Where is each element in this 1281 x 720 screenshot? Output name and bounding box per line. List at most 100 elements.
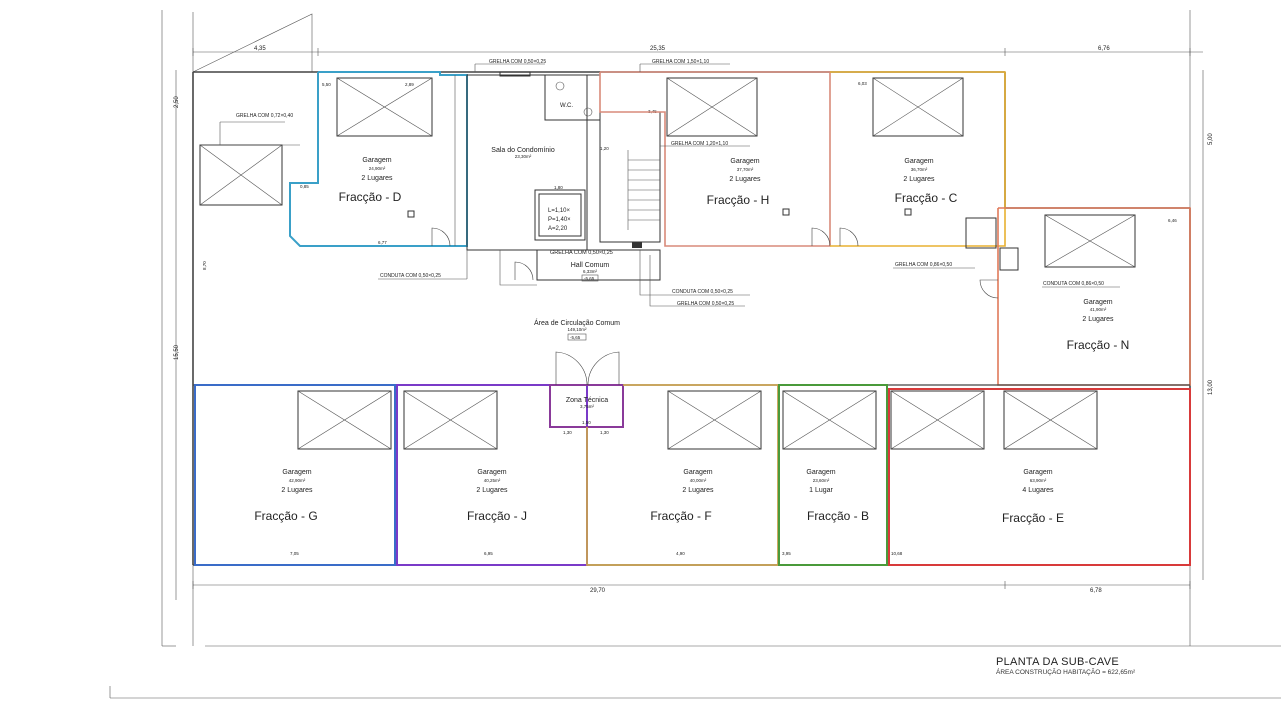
tecnica-name: Zona Técnica (566, 397, 608, 404)
sala-area: 23,30m² (515, 154, 532, 159)
dim-label: 6,95 (484, 551, 493, 556)
unit-N-places: 2 Lugares (1082, 316, 1114, 323)
unit-J: Garagem 40,25m² 2 Lugares Fracção - J 6,… (396, 384, 588, 566)
hall-name: Hall Comum (571, 262, 610, 269)
unit-E-area: 63,90m² (1030, 478, 1047, 483)
unit-J-label: Fracção - J (467, 509, 527, 523)
dim-label: 3,95 (782, 551, 791, 556)
dim-label: 1,50 (582, 420, 591, 425)
unit-G-area: 42,90m² (289, 478, 306, 483)
unit-F-places: 2 Lugares (682, 487, 714, 494)
unit-F-label: Fracção - F (650, 509, 711, 523)
unit-B-places: 1 Lugar (809, 487, 833, 494)
unit-F-area: 40,00m² (690, 478, 707, 483)
unit-C-area: 36,70m² (911, 167, 928, 172)
dim-bottom-right: 6,78 (1090, 588, 1102, 594)
grille-label: GRELHA COM 0,86×0,50 (895, 262, 952, 268)
unit-E-kind: Garagem (1023, 469, 1052, 476)
unit-C-label: Fracção - C (895, 191, 958, 205)
unit-C-outline (830, 71, 1006, 247)
title-block: PLANTA DA SUB-CAVE ÁREA CONSTRUÇÃO HABIT… (996, 656, 1135, 676)
dim-right-bottom: 13,00 (1208, 379, 1214, 395)
unit-D-area: 24,90m² (369, 166, 386, 171)
dim-top-left: 4,35 (254, 46, 266, 52)
dim-label: 6,03 (858, 81, 867, 86)
unit-N: CONDUTA COM 0,86×0,50 GRELHA COM 0,86×0,… (893, 207, 1191, 386)
dim-label: 6,46 (1168, 218, 1177, 223)
dim-label: 7,05 (290, 551, 299, 556)
unit-G-kind: Garagem (282, 469, 311, 476)
dim-label: 2,89 (405, 82, 414, 87)
dim-label: 1,30 (563, 430, 572, 435)
unit-N-kind: Garagem (1083, 299, 1112, 306)
unit-F: Garagem 40,00m² 2 Lugares Fracção - F 4,… (586, 384, 779, 566)
dim-label: 8,70 (202, 261, 207, 270)
dim-label: 1,30 (600, 430, 609, 435)
circ-name: Área de Circulação Comum (534, 318, 620, 327)
unit-E-outline (888, 388, 1191, 566)
unit-H-kind: Garagem (730, 158, 759, 165)
dim-top-right: 6,76 (1098, 46, 1110, 52)
unit-G-label: Fracção - G (254, 509, 317, 523)
unit-B-kind: Garagem (806, 469, 835, 476)
dim-label: 1,80 (554, 185, 563, 190)
unit-H: GRELHA COM 1,50×1,10 GRELHA COM 1,20×1,1… (599, 59, 831, 247)
dim-label: 10,68 (891, 551, 903, 556)
circulation-area: Área de Circulação Comum 149,10m² -5,65 … (202, 250, 750, 341)
dimension-bottom: 29,70 6,78 (192, 581, 1191, 594)
dim-left-mid: 15,50 (174, 344, 180, 360)
plan-subtitle: ÁREA CONSTRUÇÃO HABITAÇÃO = 622,65m² (996, 669, 1136, 676)
dim-bottom-mid: 29,70 (590, 588, 606, 594)
dim-label: 5,50 (322, 82, 331, 87)
dim-label: 4,90 (676, 551, 685, 556)
elevator-line-1: L=1,10× (548, 208, 571, 214)
unit-G-outline (194, 384, 396, 566)
dim-left-top: 2,50 (174, 96, 180, 108)
grille-mark (632, 242, 642, 248)
unit-E: Garagem 63,90m² 4 Lugares Fracção - E 10… (888, 388, 1191, 566)
unit-H-places: 2 Lugares (729, 176, 761, 183)
circ-area: 149,10m² (567, 327, 587, 332)
unit-H-area: 37,70m² (737, 167, 754, 172)
unit-E-places: 4 Lugares (1022, 487, 1054, 494)
circ-level: -5,65 (570, 335, 581, 340)
unit-D: Garagem 24,90m² 2 Lugares Fracção - D 5,… (289, 71, 468, 247)
unit-E-label: Fracção - E (1002, 511, 1064, 525)
grille-label: GRELHA COM 0,50×0,25 (489, 59, 546, 65)
dim-top-mid: 25,35 (650, 46, 666, 52)
unit-D-kind: Garagem (362, 157, 391, 164)
elevator-line-2: P=1,40× (548, 217, 571, 223)
unit-G: Garagem 42,90m² 2 Lugares Fracção - G 7,… (194, 384, 396, 566)
grille-label: GRELHA COM 0,50×0,25 (677, 301, 734, 307)
unit-F-kind: Garagem (683, 469, 712, 476)
grille-label: GRELHA COM 1,50×1,10 (652, 59, 709, 65)
unit-D-label: Fracção - D (339, 190, 402, 204)
conduta-label: CONDUTA COM 0,50×0,25 (672, 289, 733, 295)
unit-N-outline (997, 207, 1191, 386)
unit-N-area: 41,90m² (1090, 307, 1107, 312)
dim-label: 1,20 (600, 146, 609, 151)
sala-name: Sala do Condomínio (491, 147, 555, 154)
unit-C-kind: Garagem (904, 158, 933, 165)
dim-label: 6,77 (378, 240, 387, 245)
grille-label: GRELHA COM 0,72×0,40 (236, 113, 293, 119)
unit-J-area: 40,25m² (484, 478, 501, 483)
unit-J-kind: Garagem (477, 469, 506, 476)
wc-label: W.C. (560, 103, 573, 109)
unit-D-outline (289, 71, 468, 247)
dim-right-top: 5,00 (1208, 133, 1214, 145)
tecnica-area: 3,75m² (580, 404, 595, 409)
dim-label: 0,85 (300, 184, 309, 189)
grille-label: GRELHA COM 0,50×0,25 (550, 250, 613, 256)
unit-G-places: 2 Lugares (281, 487, 313, 494)
conduta-label: CONDUTA COM 0,50×0,25 (380, 273, 441, 279)
unit-C: Garagem 36,70m² 2 Lugares Fracção - C 6,… (830, 71, 1006, 247)
unit-B-outline (778, 384, 888, 566)
unit-B: Garagem 23,60m² 1 Lugar Fracção - B 3,95 (778, 384, 888, 566)
unit-N-label: Fracção - N (1067, 338, 1130, 352)
unit-C-places: 2 Lugares (903, 176, 935, 183)
unit-J-places: 2 Lugares (476, 487, 508, 494)
stair-treads (628, 159, 660, 221)
grille-label: GRELHA COM 1,20×1,10 (671, 141, 728, 147)
